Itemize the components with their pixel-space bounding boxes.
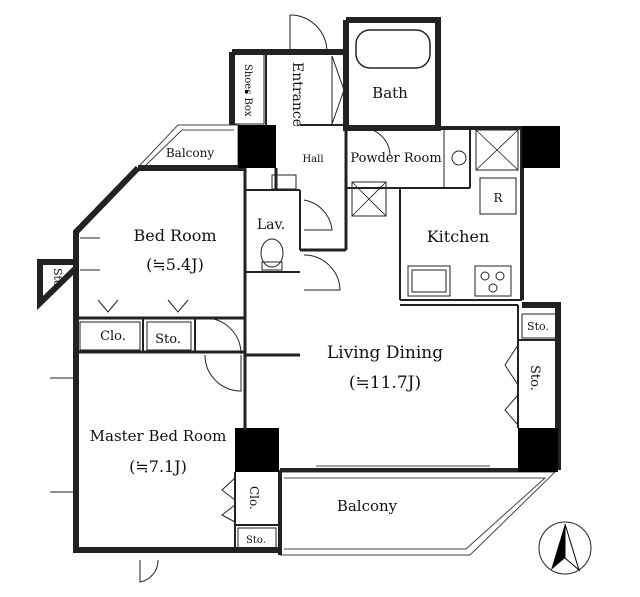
balcony-top-label: Balcony [166,146,214,160]
master-bed-room-size: (≒7.1J) [129,457,187,476]
storage-bed-box [146,321,192,351]
washing-machine [351,181,387,217]
utility-box [475,129,519,171]
column-block [238,125,276,168]
bed-room-label: Bed Room [133,226,216,245]
entrance-door [289,14,345,125]
lav-sink [271,174,297,190]
closet-master-label: Clo. [247,486,261,510]
bath-label: Bath [372,84,408,102]
shoes-box [233,53,265,125]
closet-bed-label: Clo. [100,329,126,344]
column-block [235,428,279,472]
exterior-walls [37,17,561,555]
wash-basin [443,127,471,189]
north-arrow-icon [538,521,592,575]
storage-bed-label: Sto. [155,332,181,347]
lav-label: Lav. [257,217,285,233]
refrigerator [479,177,517,215]
living-dining-size: (≒11.7J) [349,373,421,393]
bed-room-size: (≒5.4J) [146,255,204,274]
balcony-bottom-outline [280,471,557,556]
master-bed-room-label: Master Bed Room [90,427,227,445]
column-block [245,90,248,93]
storage-master-box [237,527,277,549]
shoes-box-label: Shoes Box [242,64,253,117]
storage-right-small-label: Sto. [527,320,549,333]
powder-room-label: Powder Room [350,151,441,166]
storage-master-label: Sto. [246,535,266,546]
bathtub [355,29,431,69]
storage-right-tall-label: Sto. [527,365,542,391]
balcony-bottom-label: Balcony [337,497,398,515]
toilet [260,238,284,271]
closet-bed-box [79,321,141,351]
refrigerator-label: R [493,191,503,205]
storage-left-label: Sto. [51,268,64,290]
kitchen-sink [407,265,451,297]
kitchen-label: Kitchen [427,227,490,246]
entrance-label: Entrance [289,62,305,127]
living-dining-label: Living Dining [327,343,443,363]
hall-label: Hall [302,154,323,165]
column-block [522,126,560,168]
column-block [518,428,558,472]
stove-icon [474,265,512,297]
interior-walls [76,52,558,550]
door-swings [50,127,519,583]
storage-right-small-box [521,313,557,339]
